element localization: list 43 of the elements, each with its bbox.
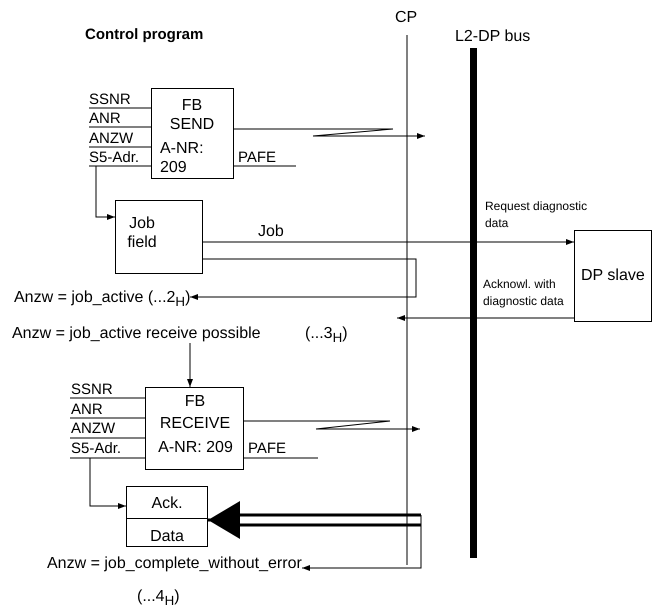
block-title: Data bbox=[149, 527, 185, 546]
arrow bbox=[234, 128, 426, 139]
signal-name: SSNR bbox=[71, 382, 113, 398]
signal-name: SSNR bbox=[89, 92, 131, 108]
block-title: FB SEND bbox=[168, 96, 216, 134]
arrow bbox=[187, 342, 193, 388]
signal-name: ANR bbox=[89, 111, 121, 127]
signal-name: S5-Adr. bbox=[89, 150, 140, 166]
block-title: Job field bbox=[126, 214, 158, 252]
signal-name: ANZW bbox=[89, 131, 134, 147]
job-number: A-NR: 209 bbox=[157, 438, 234, 457]
status-text: Anzw = job_complete_without_error bbox=[47, 554, 302, 573]
double-arrow bbox=[206, 501, 422, 539]
signal-name: PAFE bbox=[238, 150, 276, 166]
lifeline-label: CP bbox=[395, 8, 418, 27]
arrow bbox=[90, 458, 146, 509]
signal-name: ANZW bbox=[71, 421, 116, 437]
data-block bbox=[126, 486, 208, 547]
data-block bbox=[115, 200, 203, 274]
arrow bbox=[244, 420, 420, 432]
arrow bbox=[190, 258, 416, 300]
status-text: Anzw = job_active receive possible bbox=[12, 324, 261, 343]
block-title: DP slave bbox=[581, 266, 646, 285]
message-label: Request diagnostic data bbox=[485, 198, 588, 232]
signal-name: S5-Adr. bbox=[71, 441, 122, 457]
status-text: Anzw = job_active (...2$_{H}$) bbox=[14, 288, 190, 312]
status-code: (...3$_{H}$) bbox=[305, 324, 348, 348]
function-block bbox=[151, 88, 234, 179]
signal-name: PAFE bbox=[248, 441, 286, 457]
heading: Control program bbox=[85, 26, 204, 43]
message-label: Acknowl. with diagnostic data bbox=[483, 276, 565, 310]
block-title: Ack. bbox=[150, 494, 184, 513]
function-block bbox=[145, 387, 244, 470]
arrow bbox=[302, 514, 422, 571]
slave-box bbox=[574, 230, 652, 322]
status-code: (...4$_{H}$) bbox=[137, 587, 180, 610]
arrow bbox=[202, 239, 574, 245]
block-title: FB RECEIVE bbox=[158, 392, 232, 434]
arrow bbox=[396, 315, 574, 321]
job-number: A-NR: 209 bbox=[160, 139, 205, 177]
arrow bbox=[96, 166, 152, 220]
bus-label: L2-DP bus bbox=[455, 27, 530, 46]
signal-name: ANR bbox=[71, 402, 103, 418]
